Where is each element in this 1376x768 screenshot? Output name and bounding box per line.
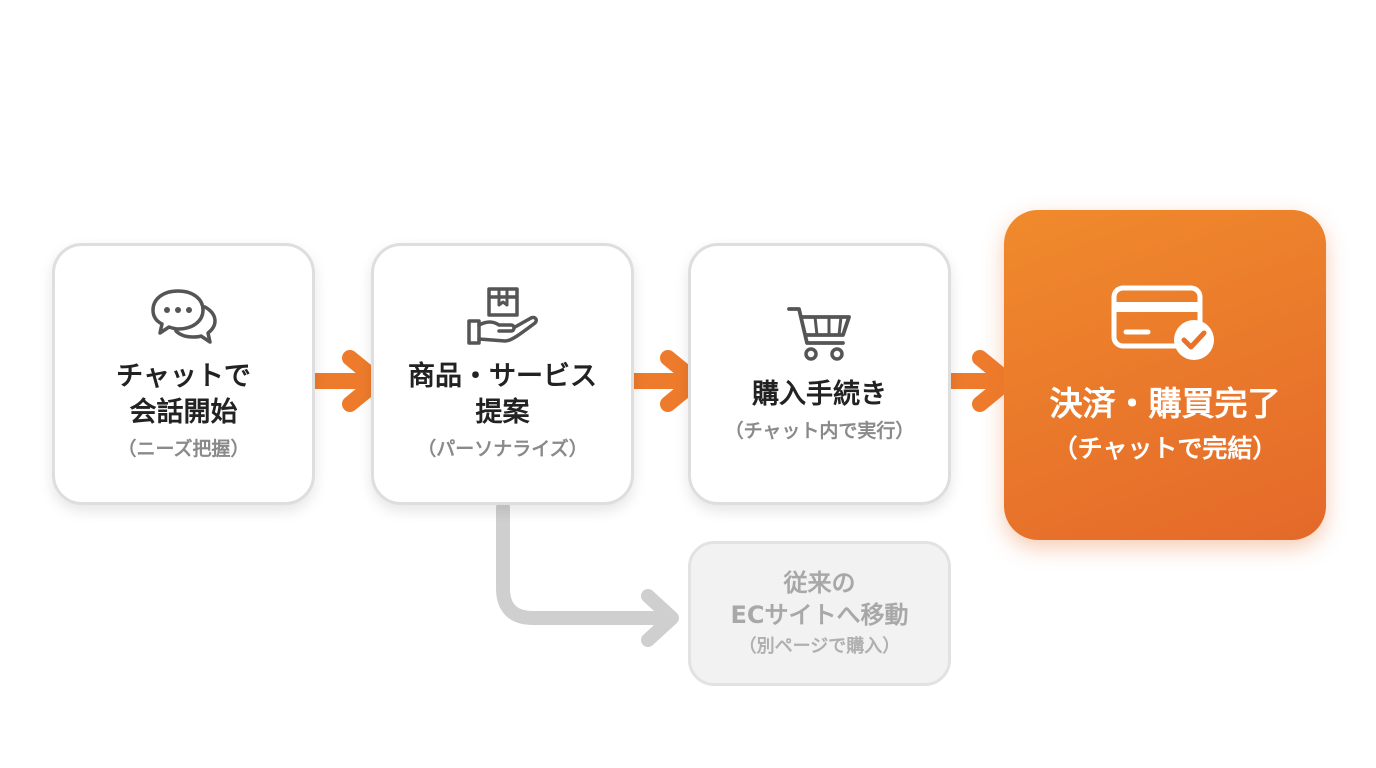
chat-bubbles-icon <box>148 285 220 351</box>
alt-title: 従来の ECサイトへ移動 <box>730 568 909 629</box>
step-card-checkout: 購入手続き （チャット内で実行） <box>688 243 951 505</box>
step-subtitle: （ニーズ把握） <box>117 438 250 460</box>
step-subtitle: （チャットで完結） <box>1052 434 1278 463</box>
step-title: 商品・サービス 提案 <box>408 361 597 428</box>
credit-card-check-icon <box>1110 284 1220 368</box>
arrow-step-1-to-2 <box>294 350 386 412</box>
step-title: 決済・購買完了 <box>1049 384 1281 423</box>
alt-subtitle: （別ページで購入） <box>738 635 901 657</box>
box-in-hand-icon <box>465 285 541 351</box>
alt-card-ec-site: 従来の ECサイトへ移動 （別ページで購入） <box>688 541 951 686</box>
step-subtitle: （パーソナライズ） <box>417 438 588 460</box>
step-card-chat-start: チャットで 会話開始 （ニーズ把握） <box>52 243 315 505</box>
step-card-product-proposal: 商品・サービス 提案 （パーソナライズ） <box>371 243 634 505</box>
shopping-cart-icon <box>785 303 855 369</box>
step-subtitle: （チャット内で実行） <box>724 420 915 442</box>
arrow-step-2-to-3 <box>614 350 704 412</box>
step-title: 購入手続き <box>752 379 887 410</box>
step-card-payment-complete: 決済・購買完了 （チャットで完結） <box>1004 210 1326 540</box>
arrow-step-3-to-4 <box>932 350 1016 412</box>
step-title: チャットで 会話開始 <box>116 361 251 428</box>
alt-path-connector <box>496 501 679 647</box>
